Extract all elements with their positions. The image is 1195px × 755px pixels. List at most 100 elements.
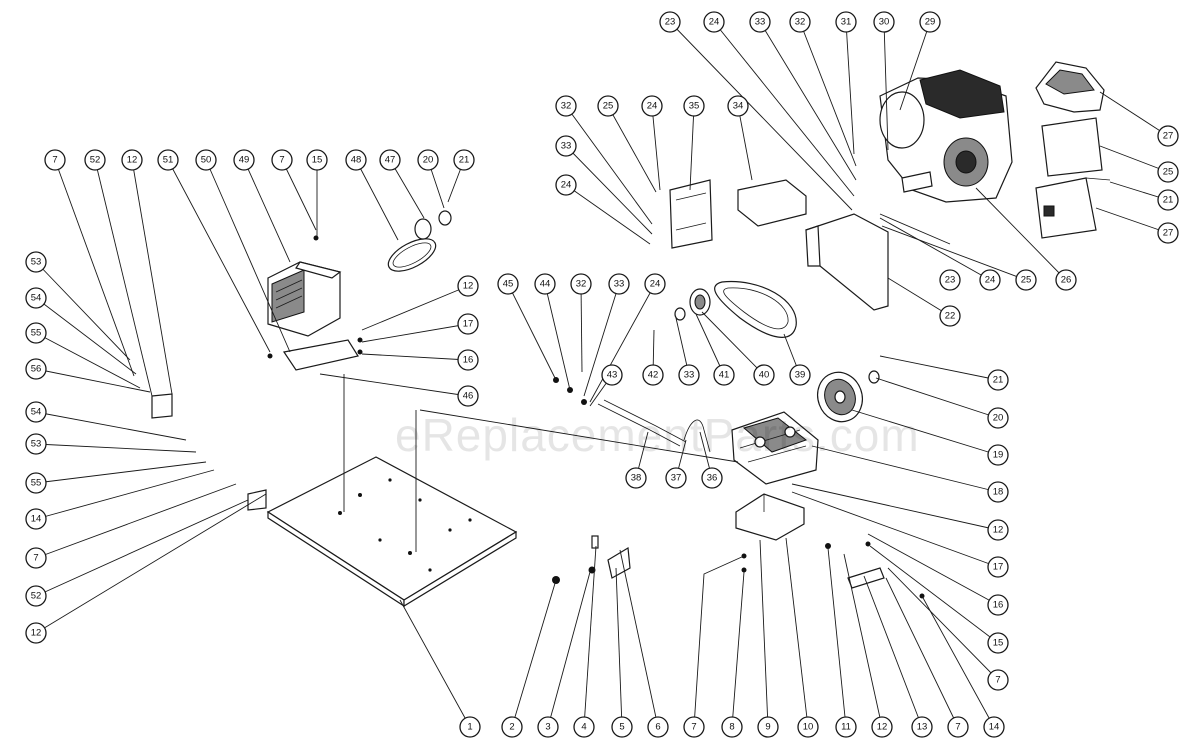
callout-circle [987, 444, 1009, 466]
callout-circle [987, 632, 1009, 654]
callout-number: 54 [31, 407, 42, 418]
callout-17: 17 [987, 556, 1009, 578]
callout-circle [789, 364, 811, 386]
callout-number: 42 [648, 370, 659, 381]
callout-number: 32 [561, 101, 572, 112]
compressor-pump-part [731, 411, 819, 485]
callout-number: 30 [879, 17, 890, 28]
callout-11: 11 [835, 716, 857, 738]
callout-50: 50 [195, 149, 217, 171]
callout-number: 12 [877, 722, 888, 733]
callout-circle [683, 95, 705, 117]
callout-number: 45 [503, 279, 514, 290]
callout-number: 7 [955, 722, 960, 733]
callout-number: 12 [31, 628, 42, 639]
callout-9: 9 [757, 716, 779, 738]
callout-number: 15 [312, 155, 323, 166]
callout-circle [987, 407, 1009, 429]
callout-number: 46 [463, 391, 474, 402]
callout-number: 7 [33, 553, 38, 564]
callout-number: 6 [655, 722, 660, 733]
callout-29: 29 [919, 11, 941, 33]
callout-circle [1157, 222, 1179, 244]
callout-number: 2 [509, 722, 514, 733]
callout-number: 32 [795, 17, 806, 28]
callout-number: 49 [239, 155, 250, 166]
callout-21: 21 [453, 149, 475, 171]
callout-23: 23 [659, 11, 681, 33]
callout-circle [25, 547, 47, 569]
callout-35: 35 [683, 95, 705, 117]
callout-number: 11 [841, 722, 851, 733]
callout-55: 55 [25, 322, 47, 344]
callout-circle [873, 11, 895, 33]
callout-number: 4 [581, 722, 586, 733]
callout-52: 52 [84, 149, 106, 171]
callout-1: 1 [459, 716, 481, 738]
callout-number: 50 [201, 155, 212, 166]
callout-circle [570, 273, 592, 295]
callout-number: 14 [31, 514, 42, 525]
callout-circle [1157, 125, 1179, 147]
callout-10: 10 [797, 716, 819, 738]
callout-number: 38 [631, 473, 642, 484]
callout-21: 21 [1157, 189, 1179, 211]
callout-circle [683, 716, 705, 738]
callout-circle [84, 149, 106, 171]
callout-7: 7 [683, 716, 705, 738]
callout-circle [713, 364, 735, 386]
callout-15: 15 [306, 149, 328, 171]
callout-18: 18 [987, 481, 1009, 503]
callout-number: 33 [561, 141, 572, 152]
callout-circle [1157, 189, 1179, 211]
callout-54: 54 [25, 401, 47, 423]
callout-53: 53 [25, 251, 47, 273]
callout-circle [608, 273, 630, 295]
callout-number: 5 [619, 722, 624, 733]
callout-number: 25 [1021, 275, 1032, 286]
callout-number: 20 [993, 413, 1004, 424]
callout-circle [749, 11, 771, 33]
callout-4: 4 [573, 716, 595, 738]
callout-39: 39 [789, 364, 811, 386]
callout-circle [597, 95, 619, 117]
callout-circle [459, 716, 481, 738]
callout-circle [701, 467, 723, 489]
callout-circle [835, 716, 857, 738]
callout-circle [537, 716, 559, 738]
callout-12: 12 [871, 716, 893, 738]
callout-number: 7 [279, 155, 284, 166]
callout-circle [665, 467, 687, 489]
callout-circle [979, 269, 1001, 291]
callout-number: 33 [684, 370, 695, 381]
callout-circle [25, 508, 47, 530]
callout-33: 33 [555, 135, 577, 157]
callout-number: 12 [993, 525, 1004, 536]
callout-number: 55 [31, 478, 42, 489]
callout-48: 48 [345, 149, 367, 171]
callout-number: 12 [127, 155, 138, 166]
callout-circle [457, 385, 479, 407]
callout-circle [25, 622, 47, 644]
callout-47: 47 [379, 149, 401, 171]
callout-number: 15 [993, 638, 1004, 649]
callout-number: 36 [707, 473, 718, 484]
callout-circle [611, 716, 633, 738]
callout-circle [919, 11, 941, 33]
drive-belt-part [674, 280, 797, 338]
callout-5: 5 [611, 716, 633, 738]
callout-20: 20 [987, 407, 1009, 429]
callout-number: 39 [795, 370, 806, 381]
callout-49: 49 [233, 149, 255, 171]
callout-33: 33 [749, 11, 771, 33]
callout-number: 33 [614, 279, 625, 290]
callout-41: 41 [713, 364, 735, 386]
callout-36: 36 [701, 467, 723, 489]
callout-number: 41 [719, 370, 730, 381]
callout-20: 20 [417, 149, 439, 171]
callout-number: 31 [841, 17, 852, 28]
flywheel-part [817, 370, 880, 423]
callout-circle [727, 95, 749, 117]
